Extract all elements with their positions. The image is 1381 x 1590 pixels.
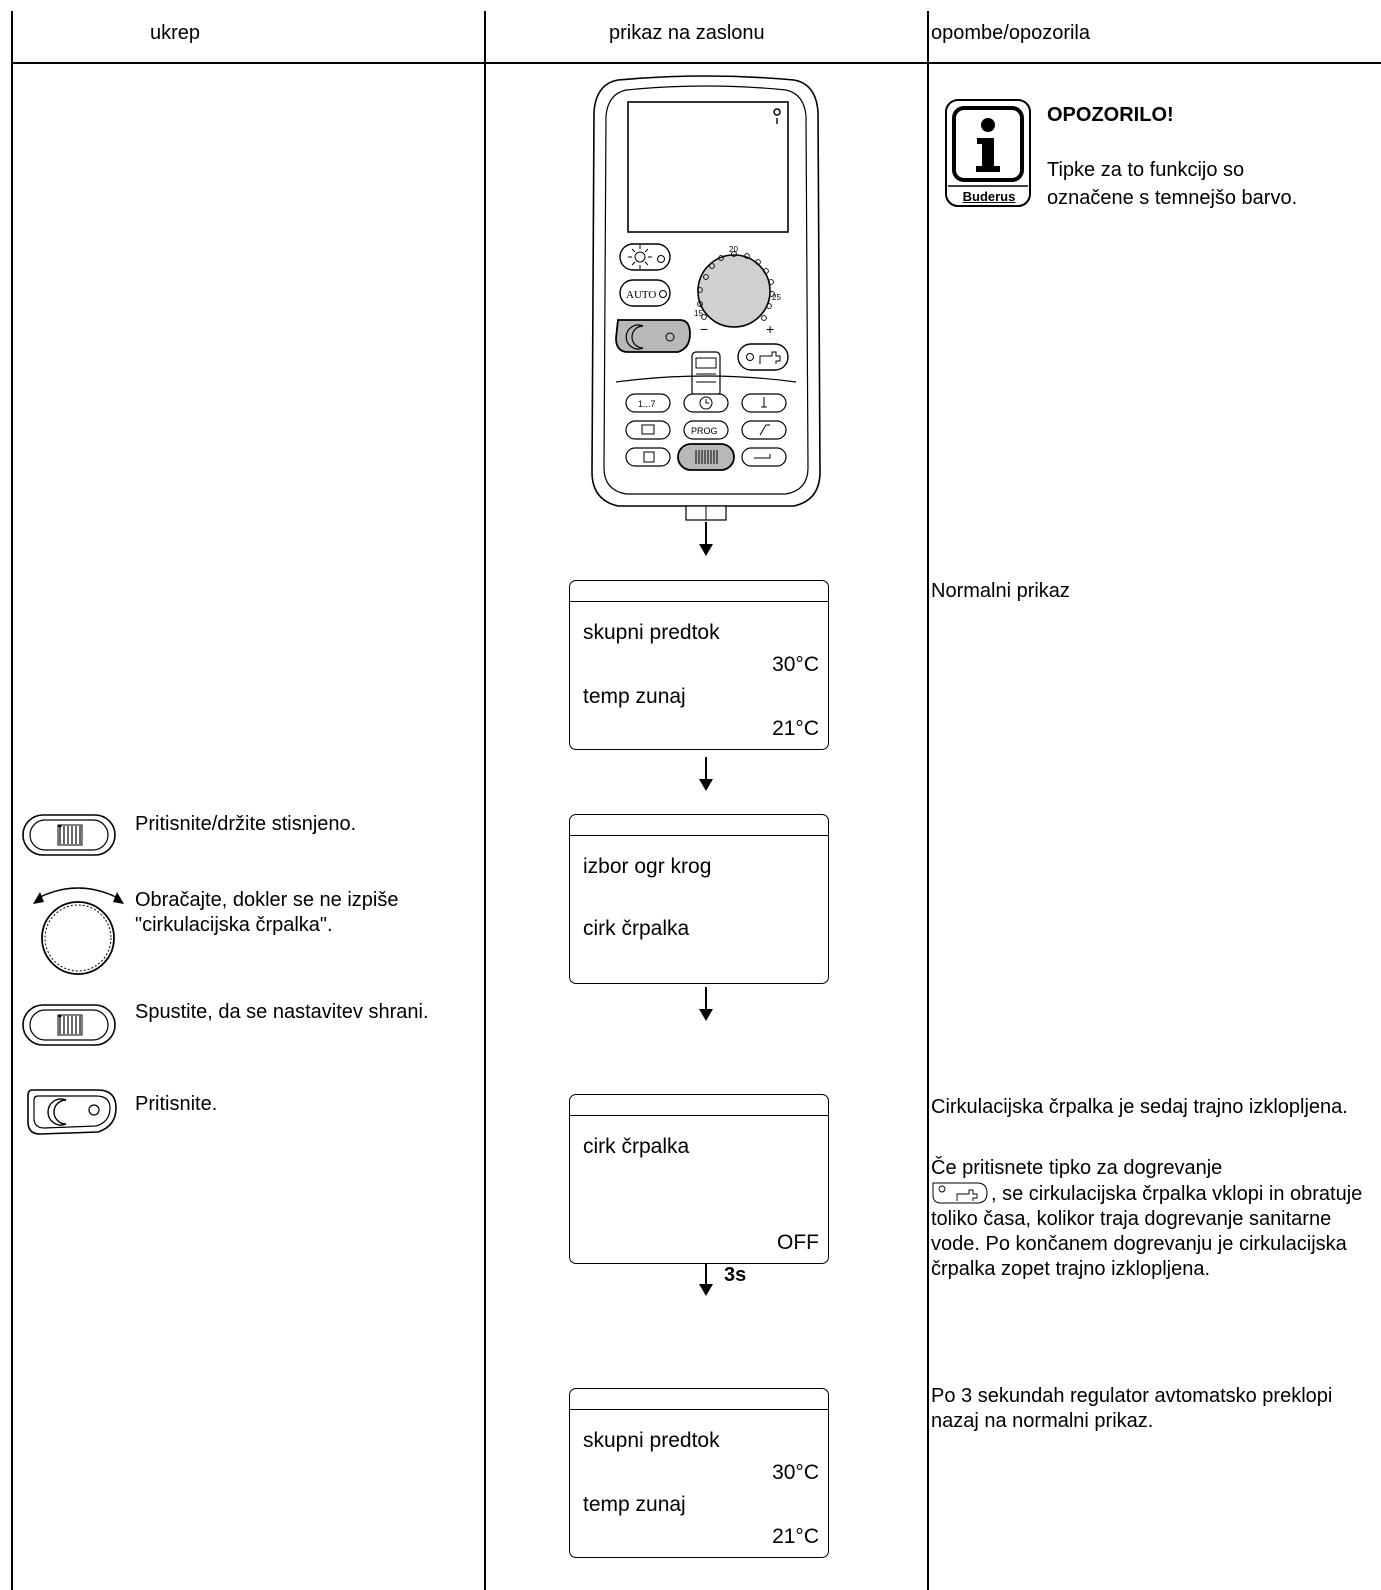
header-rule — [11, 62, 1381, 64]
arrow-down-1 — [698, 522, 714, 558]
display-value: 21°C — [772, 717, 819, 741]
notice-text: Tipke za to funkcijo so označene s temne… — [1047, 156, 1317, 212]
controller-device: AUTO 20 15 25 − + 1...7 PROG — [588, 72, 824, 528]
step-3-text: Spustite, da se nastavitev shrani. — [135, 1000, 480, 1025]
svg-text:PROG: PROG — [691, 426, 718, 436]
step-2-text: Obračajte, dokler se ne izpiše "cirkulac… — [135, 888, 480, 938]
note-pump-off: Cirkulacijska črpalka je sedaj trajno iz… — [931, 1095, 1371, 1120]
svg-text:25: 25 — [772, 293, 781, 302]
display-pump-off: cirk črpalka OFF — [569, 1094, 829, 1264]
note-return: Po 3 sekundah regulator avtomatsko prekl… — [931, 1384, 1376, 1434]
arrow-down-2 — [698, 757, 714, 793]
table-divider-1 — [484, 11, 486, 1590]
display-line: cirk črpalka — [583, 1135, 689, 1159]
display-line: izbor ogr krog — [583, 855, 711, 879]
tap-key-icon — [931, 1181, 991, 1205]
note-reheat-before: Če pritisnete tipko za dogrevanje — [931, 1157, 1222, 1179]
svg-text:AUTO: AUTO — [626, 289, 656, 301]
display-line: skupni predtok — [583, 1429, 720, 1453]
display-value: 30°C — [772, 1461, 819, 1485]
display-circuit-select: izbor ogr krog cirk črpalka — [569, 814, 829, 984]
step-1-text: Pritisnite/držite stisnjeno. — [135, 812, 480, 837]
svg-text:20: 20 — [729, 245, 738, 254]
svg-text:1...7: 1...7 — [638, 399, 656, 409]
arrow-delay-label: 3s — [724, 1264, 746, 1287]
display-value-off: OFF — [777, 1231, 819, 1255]
svg-text:−: − — [700, 321, 708, 337]
header-ukrep: ukrep — [150, 22, 200, 45]
note-normal: Normalni prikaz — [931, 579, 1371, 604]
note-reheat: Če pritisnete tipko za dogrevanje , se c… — [931, 1156, 1376, 1282]
display-value: 21°C — [772, 1525, 819, 1549]
rotary-knob-icon — [30, 882, 130, 978]
buderus-logo-text: Buderus — [946, 189, 1032, 204]
manual-key-icon — [22, 814, 116, 856]
arrow-down-3 — [698, 987, 714, 1023]
table-divider-2 — [927, 11, 929, 1590]
svg-text:15: 15 — [694, 309, 703, 318]
note-reheat-after: , se cirkulacijska črpalka vklopi in obr… — [931, 1183, 1362, 1280]
display-normal: skupni predtok 30°C temp zunaj 21°C — [569, 580, 829, 750]
display-line: cirk črpalka — [583, 917, 689, 941]
display-line: temp zunaj — [583, 1493, 686, 1517]
step-4-text: Pritisnite. — [135, 1092, 480, 1117]
display-normal-return: skupni predtok 30°C temp zunaj 21°C — [569, 1388, 829, 1558]
arrow-down-4 — [698, 1262, 714, 1298]
display-line: temp zunaj — [583, 685, 686, 709]
display-line: skupni predtok — [583, 621, 720, 645]
display-value: 30°C — [772, 653, 819, 677]
night-mode-key-icon — [24, 1088, 120, 1136]
manual-key-icon — [22, 1004, 116, 1046]
header-opombe: opombe/opozorila — [931, 22, 1090, 45]
notice-title: OPOZORILO! — [1047, 104, 1174, 127]
svg-text:+: + — [766, 321, 774, 337]
table-left-border — [11, 11, 13, 1590]
header-prikaz: prikaz na zaslonu — [609, 22, 765, 45]
